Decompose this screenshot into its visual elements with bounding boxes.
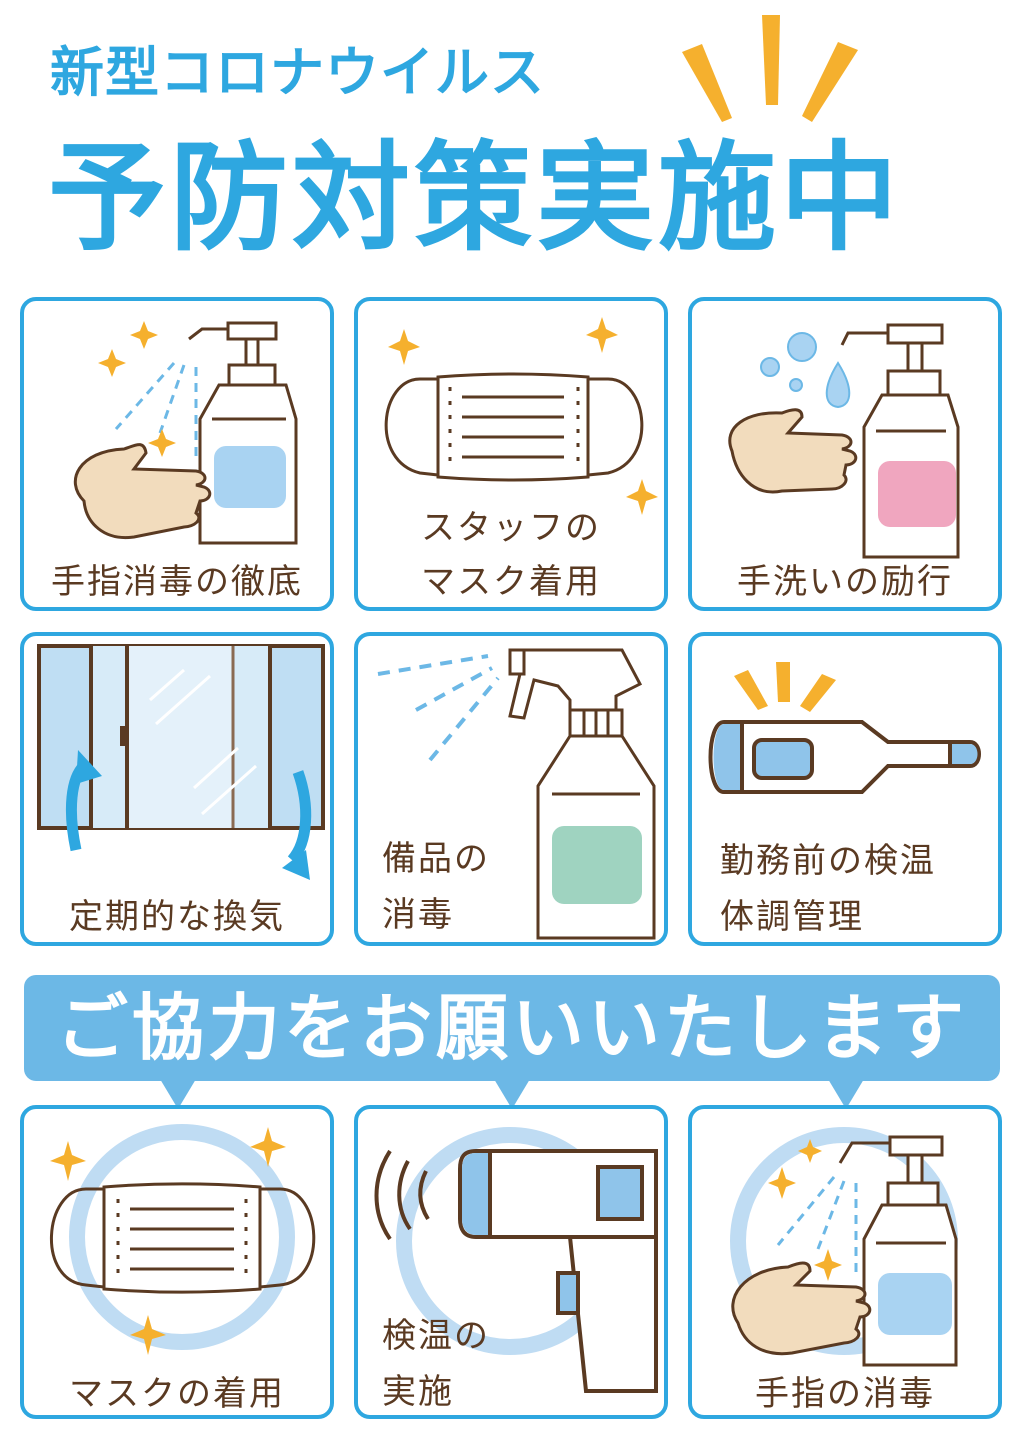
measure-label-line2: 消毒 xyxy=(382,895,454,935)
measure-label: 手指消毒の徹底 xyxy=(51,562,303,602)
thermometer-icon xyxy=(708,662,981,794)
measure-label: 手洗いの励行 xyxy=(737,562,953,602)
measure-label-line2: 体調管理 xyxy=(720,897,864,937)
panel-handwashing: 手洗いの励行 xyxy=(688,297,1002,611)
banner-pointer-left xyxy=(160,1079,196,1109)
soap-pump-icon xyxy=(728,323,960,559)
mask-icon xyxy=(50,1124,316,1355)
banner-text: ご協力をお願いいたします xyxy=(55,986,968,1070)
panel-hand-sanitizing: 手指消毒の徹底 xyxy=(20,297,334,611)
spray-bottle-icon xyxy=(377,648,656,940)
measure-label-line1: 備品の xyxy=(382,839,490,879)
burst-rays-icon xyxy=(682,15,858,122)
infrared-thermometer-icon xyxy=(374,1127,658,1393)
request-label: 手指の消毒 xyxy=(755,1374,935,1414)
panel-wear-mask: マスクの着用 xyxy=(20,1105,334,1419)
cooperation-banner: ご協力をお願いいたします xyxy=(24,975,1000,1081)
window-icon xyxy=(37,644,325,880)
panel-temp-check: 検温の 実施 xyxy=(354,1105,668,1419)
measure-label-line2: マスク着用 xyxy=(421,562,601,602)
request-label: マスクの着用 xyxy=(69,1374,285,1414)
banner-pointer-right xyxy=(828,1079,864,1109)
panel-hand-disinfect: 手指の消毒 xyxy=(688,1105,1002,1419)
measure-label-line1: スタッフの xyxy=(421,508,601,548)
panel-ventilation: 定期的な換気 xyxy=(20,632,334,946)
sanitizer-pump-icon xyxy=(73,321,298,545)
headline: 予防対策実施中 xyxy=(48,129,903,267)
request-label-line1: 検温の xyxy=(382,1316,490,1356)
panel-staff-mask: スタッフの マスク着用 xyxy=(354,297,668,611)
panel-equipment-disinfection: 備品の 消毒 xyxy=(354,632,668,946)
banner-pointer-middle xyxy=(494,1079,530,1109)
measure-label: 定期的な換気 xyxy=(69,897,285,937)
subtitle: 新型コロナウイルス xyxy=(50,41,545,104)
measure-label-line1: 勤務前の検温 xyxy=(720,841,936,881)
sanitizer-pump-icon xyxy=(730,1127,958,1367)
request-label-line2: 実施 xyxy=(382,1372,454,1412)
mask-icon xyxy=(384,317,658,515)
panel-temperature-check: 勤務前の検温 体調管理 xyxy=(688,632,1002,946)
